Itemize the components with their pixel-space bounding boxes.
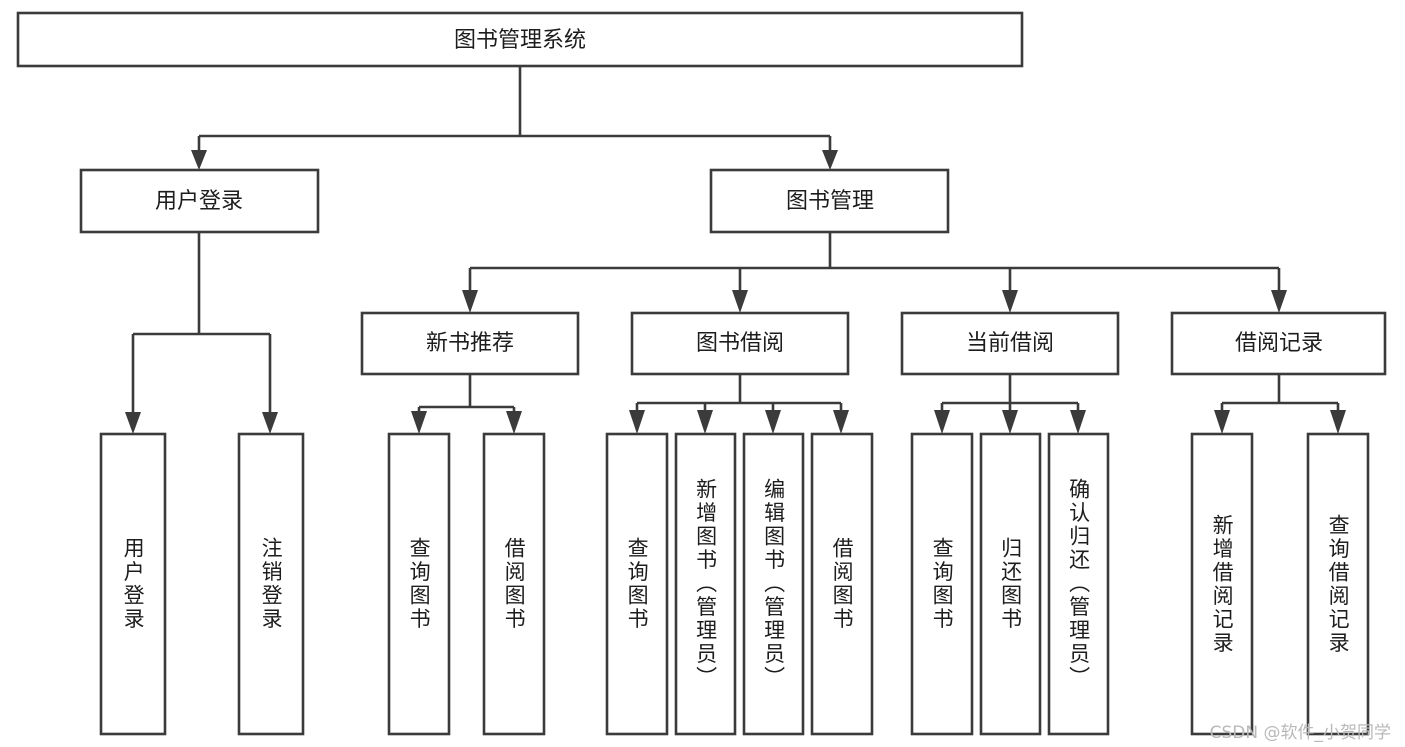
leaf-return-book-label: 归还图书 <box>998 537 1023 631</box>
arrow-cb-3-icon <box>1070 410 1086 434</box>
leaf-query-borrow-record-box[interactable] <box>1306 432 1370 736</box>
leaf-query-book-1-label: 查询图书 <box>407 537 432 631</box>
node-borrow-record-box[interactable] <box>1170 311 1387 376</box>
node-root[interactable]: 图书管理系统 <box>16 11 1024 68</box>
arrow-bb-2-icon <box>697 410 713 434</box>
leaf-add-borrow-record[interactable]: 新增借阅记录 <box>1190 432 1254 736</box>
node-root-label: 图书管理系统 <box>454 28 586 53</box>
leaf-user-login[interactable]: 用户登录 <box>99 432 167 736</box>
arrow-book-borrow-icon <box>732 290 748 313</box>
leaf-query-book-3[interactable]: 查询图书 <box>910 432 974 736</box>
leaf-query-book-1-box[interactable] <box>387 432 451 736</box>
leaf-add-borrow-record-box[interactable] <box>1190 432 1254 736</box>
arrow-cb-1-icon <box>934 410 950 434</box>
connector-group-borrow-record <box>1214 374 1346 434</box>
leaf-query-book-3-box[interactable] <box>910 432 974 736</box>
node-borrow-record[interactable]: 借阅记录 <box>1170 311 1387 376</box>
leaf-query-book-2-box[interactable] <box>605 432 669 736</box>
arrow-br-2-icon <box>1330 410 1346 434</box>
node-user-login-label: 用户登录 <box>155 189 243 214</box>
node-user-login[interactable]: 用户登录 <box>79 168 320 234</box>
node-current-borrow-label: 当前借阅 <box>966 331 1054 356</box>
arrow-bb-3-icon <box>765 410 781 434</box>
leaf-confirm-return-admin-label: 确认归还（管理员） <box>1066 478 1091 690</box>
leaf-user-login-box[interactable] <box>99 432 167 736</box>
leaf-query-borrow-record[interactable]: 查询借阅记录 <box>1306 432 1370 736</box>
node-user-login-box[interactable] <box>79 168 320 234</box>
node-new-book-rec-label: 新书推荐 <box>426 331 514 356</box>
leaf-edit-book-admin-label: 编辑图书（管理员） <box>761 478 786 690</box>
arrow-nbr-1-icon <box>411 411 427 434</box>
node-current-borrow[interactable]: 当前借阅 <box>900 311 1120 376</box>
leaf-logout-login[interactable]: 注销登录 <box>237 432 305 736</box>
arrow-bb-1-icon <box>629 410 645 434</box>
leaf-return-book[interactable]: 归还图书 <box>979 432 1042 736</box>
leaf-logout-login-box[interactable] <box>237 432 305 736</box>
connector-group-book-manage <box>462 232 1287 313</box>
node-book-manage-box[interactable] <box>709 168 950 234</box>
node-new-book-rec-box[interactable] <box>360 311 580 376</box>
leaf-add-book-admin[interactable]: 新增图书（管理员） <box>674 432 737 736</box>
node-book-borrow[interactable]: 图书借阅 <box>630 311 850 376</box>
leaf-add-book-admin-label: 新增图书（管理员） <box>693 478 718 690</box>
arrow-current-borrow-icon <box>1002 290 1018 313</box>
arrow-to-user-login-icon <box>191 150 207 170</box>
node-new-book-rec[interactable]: 新书推荐 <box>360 311 580 376</box>
arrow-user-login-2-icon <box>262 412 278 434</box>
leaf-query-book-2[interactable]: 查询图书 <box>605 432 669 736</box>
leaf-query-book-2-label: 查询图书 <box>625 537 650 631</box>
node-book-borrow-box[interactable] <box>630 311 850 376</box>
arrow-borrow-record-icon <box>1271 290 1287 313</box>
connector-group-user-login <box>125 232 278 434</box>
arrow-to-book-manage-icon <box>822 150 838 170</box>
node-book-manage[interactable]: 图书管理 <box>709 168 950 234</box>
node-book-borrow-label: 图书借阅 <box>696 331 784 356</box>
leaf-borrow-book-2-box[interactable] <box>810 432 874 736</box>
node-book-manage-label: 图书管理 <box>786 189 874 214</box>
leaf-logout-login-label: 注销登录 <box>259 537 284 631</box>
arrow-new-book-rec-icon <box>462 290 478 313</box>
connector-group-new-book-rec <box>411 374 522 434</box>
arrow-nbr-2-icon <box>506 411 522 434</box>
leaf-add-borrow-record-label: 新增借阅记录 <box>1210 513 1235 655</box>
leaf-confirm-return-admin-box[interactable] <box>1047 432 1110 736</box>
arrow-br-1-icon <box>1214 410 1230 434</box>
leaf-return-book-box[interactable] <box>979 432 1042 736</box>
leaf-user-login-label: 用户登录 <box>121 537 146 631</box>
node-root-box[interactable] <box>16 11 1024 68</box>
connector-group-book-borrow <box>629 374 849 434</box>
leaf-confirm-return-admin[interactable]: 确认归还（管理员） <box>1047 432 1110 736</box>
leaf-edit-book-admin[interactable]: 编辑图书（管理员） <box>742 432 805 736</box>
arrow-user-login-1-icon <box>125 412 141 434</box>
node-borrow-record-label: 借阅记录 <box>1235 331 1323 356</box>
leaf-add-book-admin-box[interactable] <box>674 432 737 736</box>
leaf-borrow-book-2[interactable]: 借阅图书 <box>810 432 874 736</box>
leaf-borrow-book-1-label: 借阅图书 <box>502 537 527 631</box>
leaf-edit-book-admin-box[interactable] <box>742 432 805 736</box>
arrow-bb-4-icon <box>833 410 849 434</box>
leaf-query-book-1[interactable]: 查询图书 <box>387 432 451 736</box>
leaf-query-borrow-record-label: 查询借阅记录 <box>1326 513 1351 655</box>
connector-group-root <box>191 66 838 170</box>
leaf-borrow-book-2-label: 借阅图书 <box>830 537 855 631</box>
arrow-cb-2-icon <box>1002 410 1018 434</box>
node-current-borrow-box[interactable] <box>900 311 1120 376</box>
leaf-borrow-book-1[interactable]: 借阅图书 <box>482 432 546 736</box>
leaf-query-book-3-label: 查询图书 <box>930 537 955 631</box>
leaf-borrow-book-1-box[interactable] <box>482 432 546 736</box>
connector-group-current-borrow <box>934 374 1086 434</box>
